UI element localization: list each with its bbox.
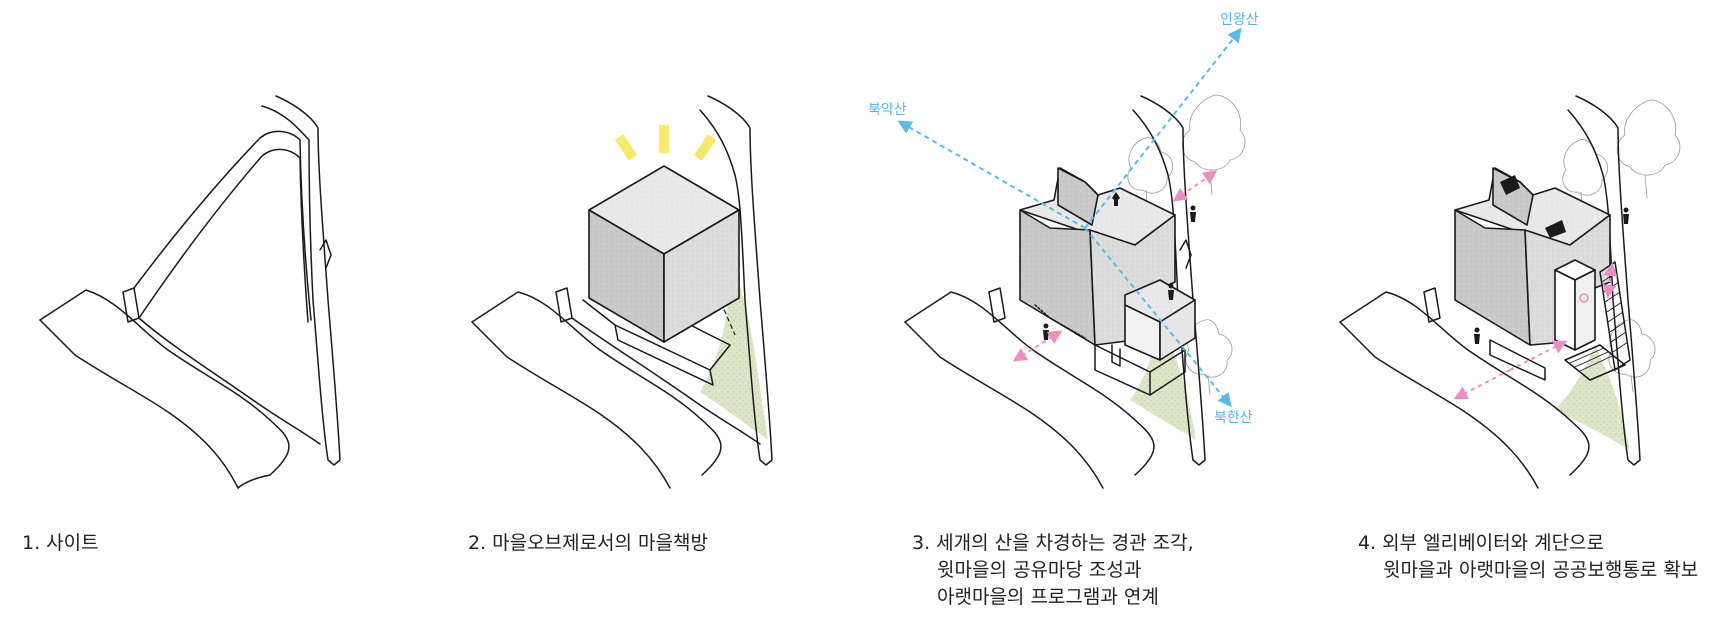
- panel-3-landscape-sculpture: 인왕산 북악산 북한산: [868, 12, 1259, 489]
- caption-4-line-2: 윗마을과 아랫마을의 공공보행통로 확보: [1383, 559, 1699, 581]
- label-bukaksan: 북악산: [868, 102, 907, 118]
- label-inwangsan: 인왕산: [1220, 12, 1259, 28]
- panel-4-public-passage: [1339, 95, 1681, 489]
- site-terrain-3: [904, 95, 1206, 489]
- caption-4-line-1: 4. 외부 엘리베이터와 계단으로: [1358, 532, 1605, 554]
- caption-3: 3. 세개의 산을 차경하는 경관 조각, 윗마을의 공유마당 조성과 아랫마을…: [912, 530, 1194, 611]
- site-terrain: [39, 95, 341, 489]
- panel-2-village-object: [471, 95, 773, 489]
- concrete-cube: [588, 165, 740, 343]
- caption-4: 4. 외부 엘리베이터와 계단으로 윗마을과 아랫마을의 공공보행통로 확보: [1358, 530, 1698, 584]
- panel-1-site: [39, 95, 341, 489]
- caption-2-line-1: 2. 마을오브제로서의 마을책방: [468, 532, 708, 554]
- caption-1: 1. 사이트: [22, 530, 99, 557]
- pedestrian-axes-3: [1012, 170, 1218, 362]
- label-bukhansan: 북한산: [1214, 410, 1253, 426]
- elevator-icon: [1579, 293, 1589, 303]
- caption-3-line-3: 아랫마을의 프로그램과 연계: [937, 586, 1159, 608]
- site-terrain-4: [1339, 95, 1641, 489]
- elevator-tower: [1554, 259, 1596, 351]
- pedestrian-axes-4: [1453, 262, 1618, 400]
- sculpted-building: [1019, 167, 1196, 396]
- caption-2: 2. 마을오브제로서의 마을책방: [468, 530, 708, 557]
- caption-3-line-2: 윗마을의 공유마당 조성과: [937, 559, 1142, 581]
- site-terrain-2: [471, 95, 773, 489]
- caption-1-line-1: 1. 사이트: [22, 532, 99, 554]
- view-axes: [897, 27, 1242, 408]
- sun-rays: [614, 125, 717, 161]
- caption-3-line-1: 3. 세개의 산을 차경하는 경관 조각,: [912, 532, 1194, 554]
- people-4: [1474, 207, 1629, 344]
